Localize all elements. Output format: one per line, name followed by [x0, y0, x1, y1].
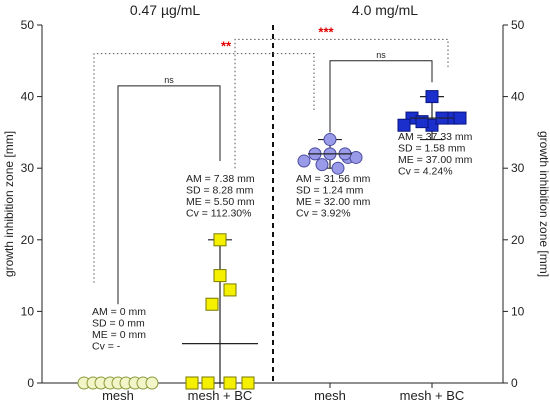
- data-point: [201, 376, 215, 390]
- data-point: [349, 150, 363, 164]
- x-tick-label: mesh: [314, 388, 346, 403]
- stat-text: ME = 5.50 mm: [186, 196, 255, 208]
- bracket-line: [93, 53, 315, 283]
- y-tick-label-left: 40: [21, 90, 35, 104]
- bracket-label: **: [221, 39, 232, 54]
- stat-text: SD = 1.24 mm: [296, 185, 364, 197]
- stat-text: Cv = -: [92, 341, 121, 353]
- y-tick-label-left: 30: [21, 161, 35, 175]
- y-tick-label-left: 20: [21, 233, 35, 247]
- bracket-label: ns: [164, 75, 174, 85]
- y-tick-label-right: 40: [511, 90, 525, 104]
- data-points: [77, 90, 467, 390]
- y-axis-label-right: growth inhibition zone [mm]: [537, 131, 550, 277]
- stat-text: Cv = 4.24%: [398, 166, 453, 178]
- data-point: [223, 283, 237, 297]
- stat-text: Cv = 3.92%: [296, 208, 351, 220]
- data-point: [241, 376, 255, 390]
- y-tick-label-right: 10: [511, 304, 525, 318]
- panel-header-right: 4.0 mg/mL: [352, 2, 418, 18]
- panel-header-left: 0.47 µg/mL: [130, 2, 201, 18]
- stat-text: AM = 0 mm: [92, 306, 146, 318]
- data-point: [185, 376, 199, 390]
- bracket-label: ns: [376, 50, 386, 60]
- bracket-line: [329, 60, 433, 133]
- stat-text: ME = 0 mm: [92, 329, 146, 341]
- x-tick-label: mesh + BC: [400, 388, 465, 403]
- stat-text: ME = 32.00 mm: [296, 196, 371, 208]
- y-tick-label-left: 50: [21, 18, 35, 32]
- data-point: [453, 111, 467, 125]
- data-point: [323, 133, 337, 147]
- bracket-line: [234, 38, 449, 169]
- y-tick-label-right: 30: [511, 161, 525, 175]
- data-point: [213, 233, 227, 247]
- stat-text: ME = 37.00 mm: [398, 154, 473, 166]
- y-axis-label-left: growth inhibition zone [mm]: [2, 131, 16, 277]
- stat-text: AM = 31.56 mm: [296, 173, 371, 185]
- data-point: [297, 154, 311, 168]
- data-point: [315, 158, 329, 172]
- y-tick-label-left: 0: [27, 376, 34, 390]
- stat-text: AM = 7.38 mm: [186, 173, 255, 185]
- x-tick-label: mesh + BC: [188, 388, 253, 403]
- y-tick-label-right: 0: [511, 376, 518, 390]
- bracket-label: ***: [318, 24, 334, 39]
- y-tick-label-left: 10: [21, 304, 35, 318]
- bracket-line: [117, 85, 221, 305]
- data-point: [205, 297, 219, 311]
- data-point: [397, 118, 411, 132]
- stat-text: SD = 8.28 mm: [186, 185, 254, 197]
- y-tick-label-right: 50: [511, 18, 525, 32]
- data-point: [425, 90, 439, 104]
- y-tick-label-right: 20: [511, 233, 525, 247]
- stat-text: AM = 37.33 mm: [398, 131, 473, 143]
- stat-text: Cv = 112.30%: [186, 208, 251, 220]
- data-point: [145, 376, 159, 390]
- stat-text: SD = 1.58 mm: [398, 143, 466, 155]
- data-point: [213, 269, 227, 283]
- data-point: [331, 161, 345, 175]
- x-tick-label: mesh: [102, 388, 134, 403]
- stat-text: SD = 0 mm: [92, 318, 145, 330]
- data-point: [415, 115, 429, 129]
- data-point: [223, 376, 237, 390]
